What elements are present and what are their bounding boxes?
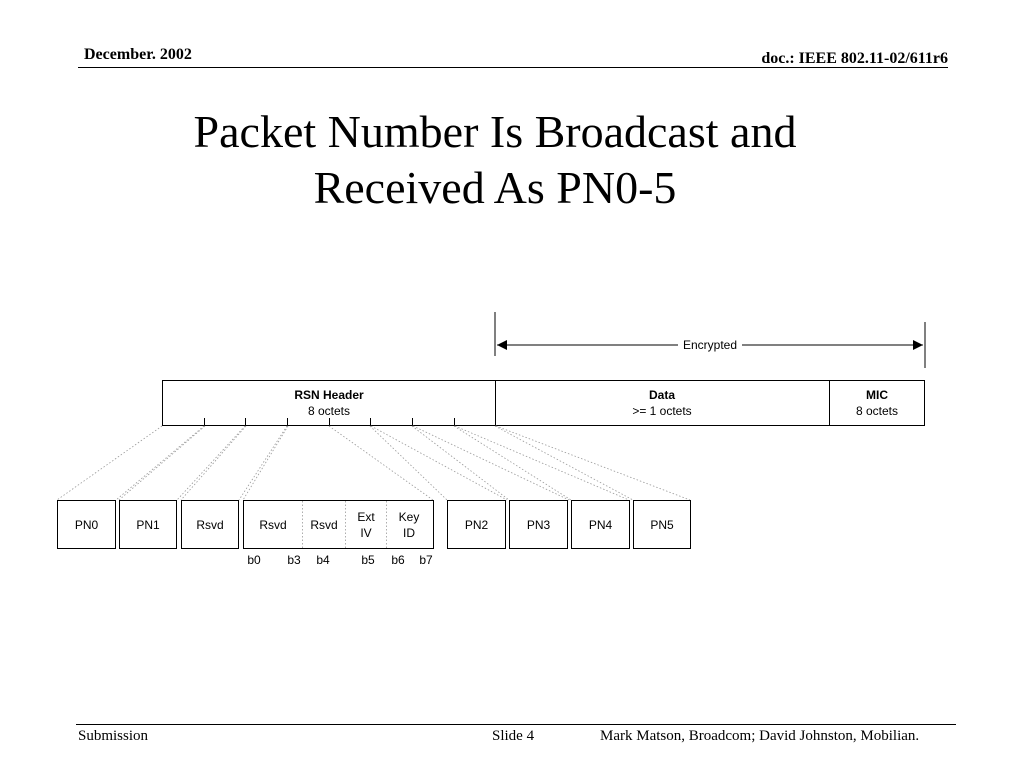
keyid-bit-dividers: [302, 501, 387, 548]
pn2-label: PN2: [465, 518, 489, 532]
pn5-label: PN5: [650, 518, 674, 532]
rsn-header-field-name: RSN Header: [294, 388, 364, 402]
footer-divider: [76, 724, 956, 725]
bit-label-b7: b7: [419, 553, 433, 567]
keyid-rsvd-2-label: Rsvd: [310, 518, 337, 532]
reserved-byte-label: Rsvd: [196, 518, 223, 532]
pn1-byte: PN1: [119, 500, 177, 549]
header-doc-id: doc.: IEEE 802.11-02/611r6: [761, 50, 948, 67]
pn1-label: PN1: [136, 518, 160, 532]
expansion-lines: [56, 425, 691, 501]
keyid-byte: Rsvd Rsvd Ext IV Key ID: [243, 500, 434, 549]
ext-iv-label-line-2: IV: [360, 526, 371, 540]
mic-field-size: 8 octets: [856, 404, 898, 418]
rsn-header-field-size: 8 octets: [308, 404, 350, 418]
keyid-rsvd-1-label: Rsvd: [259, 518, 286, 532]
ext-iv-label-line-1: Ext: [357, 510, 375, 524]
header-date: December. 2002: [84, 46, 192, 63]
encrypted-span: Encrypted: [494, 312, 926, 368]
pn2-byte: PN2: [447, 500, 506, 549]
footer-submission: Submission: [78, 728, 149, 744]
bit-labels: b0 b3 b4 b5 b6 b7: [247, 553, 433, 567]
pn0-byte: PN0: [57, 500, 116, 549]
frame-row: RSN Header 8 octets Data >= 1 octets MIC…: [162, 380, 925, 426]
encrypted-label: Encrypted: [683, 338, 737, 352]
pn3-byte: PN3: [509, 500, 568, 549]
bit-label-b6: b6: [391, 553, 405, 567]
header-divider: [78, 67, 948, 68]
footer-authors: Mark Matson, Broadcom; David Johnston, M…: [600, 728, 920, 744]
data-field-name: Data: [649, 388, 675, 402]
pn0-label: PN0: [75, 518, 99, 532]
reserved-byte: Rsvd: [181, 500, 239, 549]
bit-label-b3: b3: [287, 553, 301, 567]
bit-label-b4: b4: [316, 553, 330, 567]
pn4-byte: PN4: [571, 500, 630, 549]
keyid-byte-outline: [243, 500, 434, 549]
bit-label-b5: b5: [361, 553, 375, 567]
mic-field-name: MIC: [866, 388, 888, 402]
key-id-label-line-2: ID: [403, 526, 415, 540]
bit-label-b0: b0: [247, 553, 261, 567]
footer-slide-number: Slide 4: [492, 728, 535, 744]
pn5-byte: PN5: [633, 500, 691, 549]
slide-title: Packet Number Is Broadcast and Received …: [100, 104, 890, 216]
frame-outline: [162, 380, 925, 426]
pn4-label: PN4: [589, 518, 613, 532]
pn3-label: PN3: [527, 518, 551, 532]
data-field-size: >= 1 octets: [632, 404, 691, 418]
key-id-label-line-1: Key: [399, 510, 420, 524]
slide-title-line-1: Packet Number Is Broadcast and: [193, 106, 797, 157]
slide-title-line-2: Received As PN0-5: [313, 162, 677, 213]
rsn-header-byte-ticks: [204, 418, 455, 426]
